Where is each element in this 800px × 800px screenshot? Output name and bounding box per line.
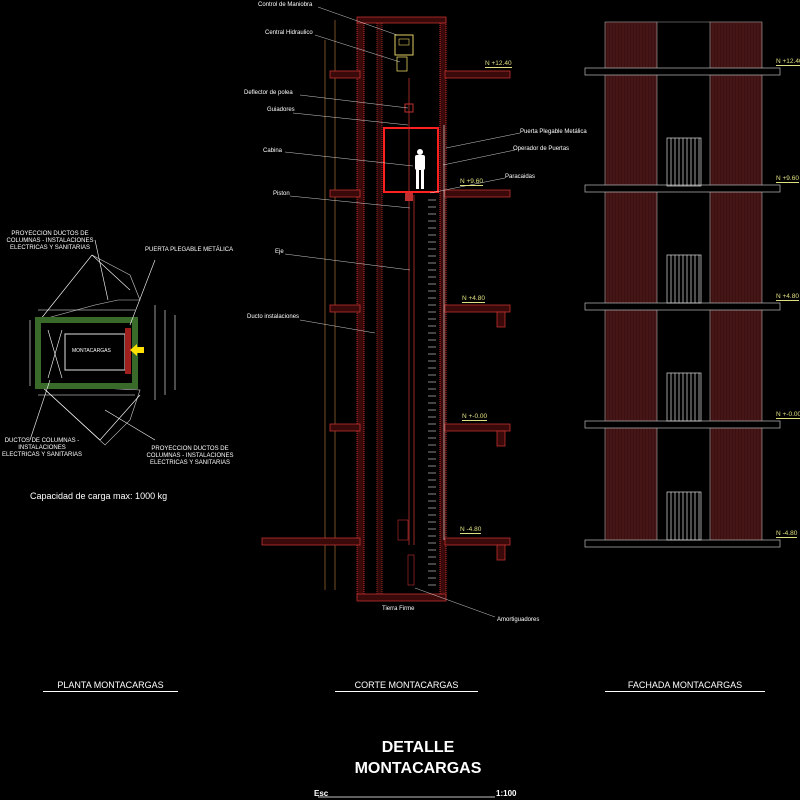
facade-level-neg-4-80: N -4.80 — [776, 530, 798, 538]
title-corte: CORTE MONTACARGAS — [335, 680, 478, 692]
label-montacargas-box: MONTACARGAS — [72, 348, 111, 354]
scale-value: 1:100 — [496, 789, 517, 798]
label-proyeccion-bottom: PROYECCION DUCTOS DE COLUMNAS - INSTALAC… — [146, 446, 234, 466]
label-paracaidas: Paracaidas — [505, 174, 536, 180]
main-title-line1: DETALLE — [381, 739, 455, 756]
label-tierra-firme: Tierra Firme — [382, 606, 415, 612]
label-proyeccion-top: PROYECCION DUCTOS DE COLUMNAS - INSTALAC… — [6, 231, 94, 251]
scale-label: Esc — [314, 789, 329, 798]
label-eje: Eje — [275, 249, 284, 255]
facade-level-9-60: N +9.60 — [776, 175, 799, 183]
level-4-80: N +4.80 — [462, 295, 485, 303]
label-control-maniobra: Control de Maniobra — [258, 2, 313, 8]
facade-door — [666, 491, 702, 541]
title-planta: PLANTA MONTACARGAS — [43, 680, 178, 692]
hydraulic-unit — [396, 56, 408, 72]
label-deflector: Deflector de polea — [244, 90, 293, 96]
facade-door — [666, 372, 702, 422]
cabin — [383, 127, 439, 193]
facade-view — [584, 21, 781, 548]
level-0-00: N +-0.00 — [462, 413, 488, 421]
control-panel — [394, 34, 414, 56]
facade-level-0-00: N +-0.00 — [776, 411, 800, 419]
label-cabina: Cabina — [263, 148, 283, 154]
label-puerta-plegable: PUERTA PLEGABLE METÁLICA — [145, 247, 234, 253]
main-title-line2: MONTACARGAS — [354, 760, 482, 777]
level-9-60: N +9.60 — [460, 178, 483, 186]
capacity-note: Capacidad de carga max: 1000 kg — [30, 491, 168, 501]
facade-door — [666, 137, 702, 187]
label-puerta: Puerta Plegable Metálica — [520, 129, 587, 135]
level-12-40: N +12.40 — [485, 60, 512, 68]
label-ducto: Ducto instalaciones — [247, 314, 300, 320]
folding-door — [125, 328, 131, 374]
label-piston: Piston — [273, 191, 290, 197]
level-neg-4-80: N -4.80 — [460, 526, 482, 534]
leader-lines — [284, 6, 521, 618]
plan-view — [29, 239, 176, 446]
facade-level-12-40: N +12.40 — [776, 58, 800, 66]
label-central-hidraulico: Central Hidraulico — [265, 30, 313, 36]
facade-level-4-80: N +4.80 — [776, 293, 799, 301]
label-guiadores: Guiadores — [267, 107, 295, 113]
section-view — [261, 6, 521, 618]
label-operador: Operador de Puertas — [513, 146, 570, 152]
label-amortiguadores: Amortiguadores — [497, 617, 540, 623]
person-icon — [415, 149, 425, 189]
title-fachada: FACHADA MONTACARGAS — [605, 680, 765, 692]
arrow-icon — [130, 344, 144, 356]
label-ductos: DUCTOS DE COLUMNAS - INSTALACIONES ELECT… — [1, 438, 83, 458]
facade-door — [666, 254, 702, 304]
